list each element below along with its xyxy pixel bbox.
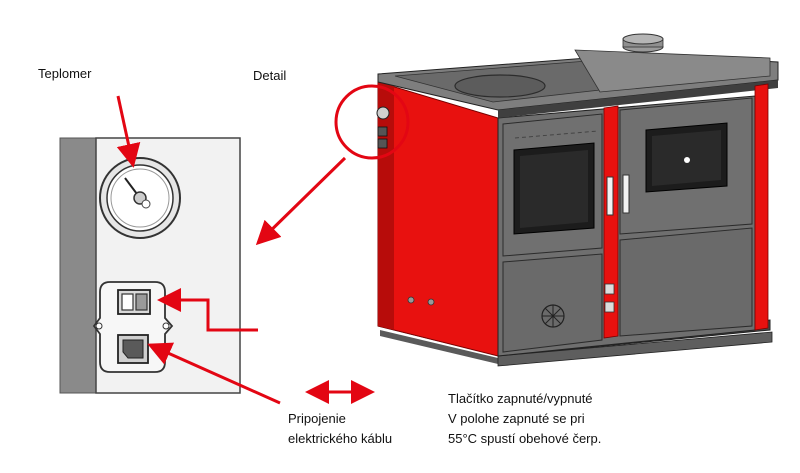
detail-panel [59, 137, 241, 394]
stove-right-side [754, 83, 769, 331]
switch-note-line1: Tlačítko zapnuté/vypnuté [448, 391, 593, 406]
door-handle-right [622, 174, 630, 214]
cable-label-line2: elektrického káblu [288, 431, 392, 446]
thermometer-dial-icon [99, 157, 181, 239]
cable-arrow [147, 342, 281, 405]
thermometer-arrow [116, 95, 141, 168]
power-socket-icon [117, 334, 149, 364]
switch-note-line2: V polohe zapnuté se pri [448, 411, 585, 426]
switch-connector-arrow [157, 288, 258, 332]
detail-arrow [255, 156, 347, 246]
detail-panel-dark-edge [59, 137, 97, 394]
left-drawer [502, 253, 603, 353]
stove-illustration [376, 33, 779, 367]
fan-vent-icon [541, 304, 565, 328]
thermometer-label: Teplomer [38, 66, 92, 81]
door-handle-left [606, 176, 614, 216]
rocker-switch-icon [117, 289, 151, 315]
stove-left-side [377, 81, 499, 357]
detail-label: Detail [253, 68, 286, 83]
right-lower-door [619, 227, 753, 337]
hob-ring [454, 74, 546, 98]
detail-highlight-circle [334, 84, 410, 160]
cable-label-line1: Pripojenie [288, 411, 346, 426]
switch-note-line3: 55°C spustí obehové čerp. [448, 431, 601, 446]
